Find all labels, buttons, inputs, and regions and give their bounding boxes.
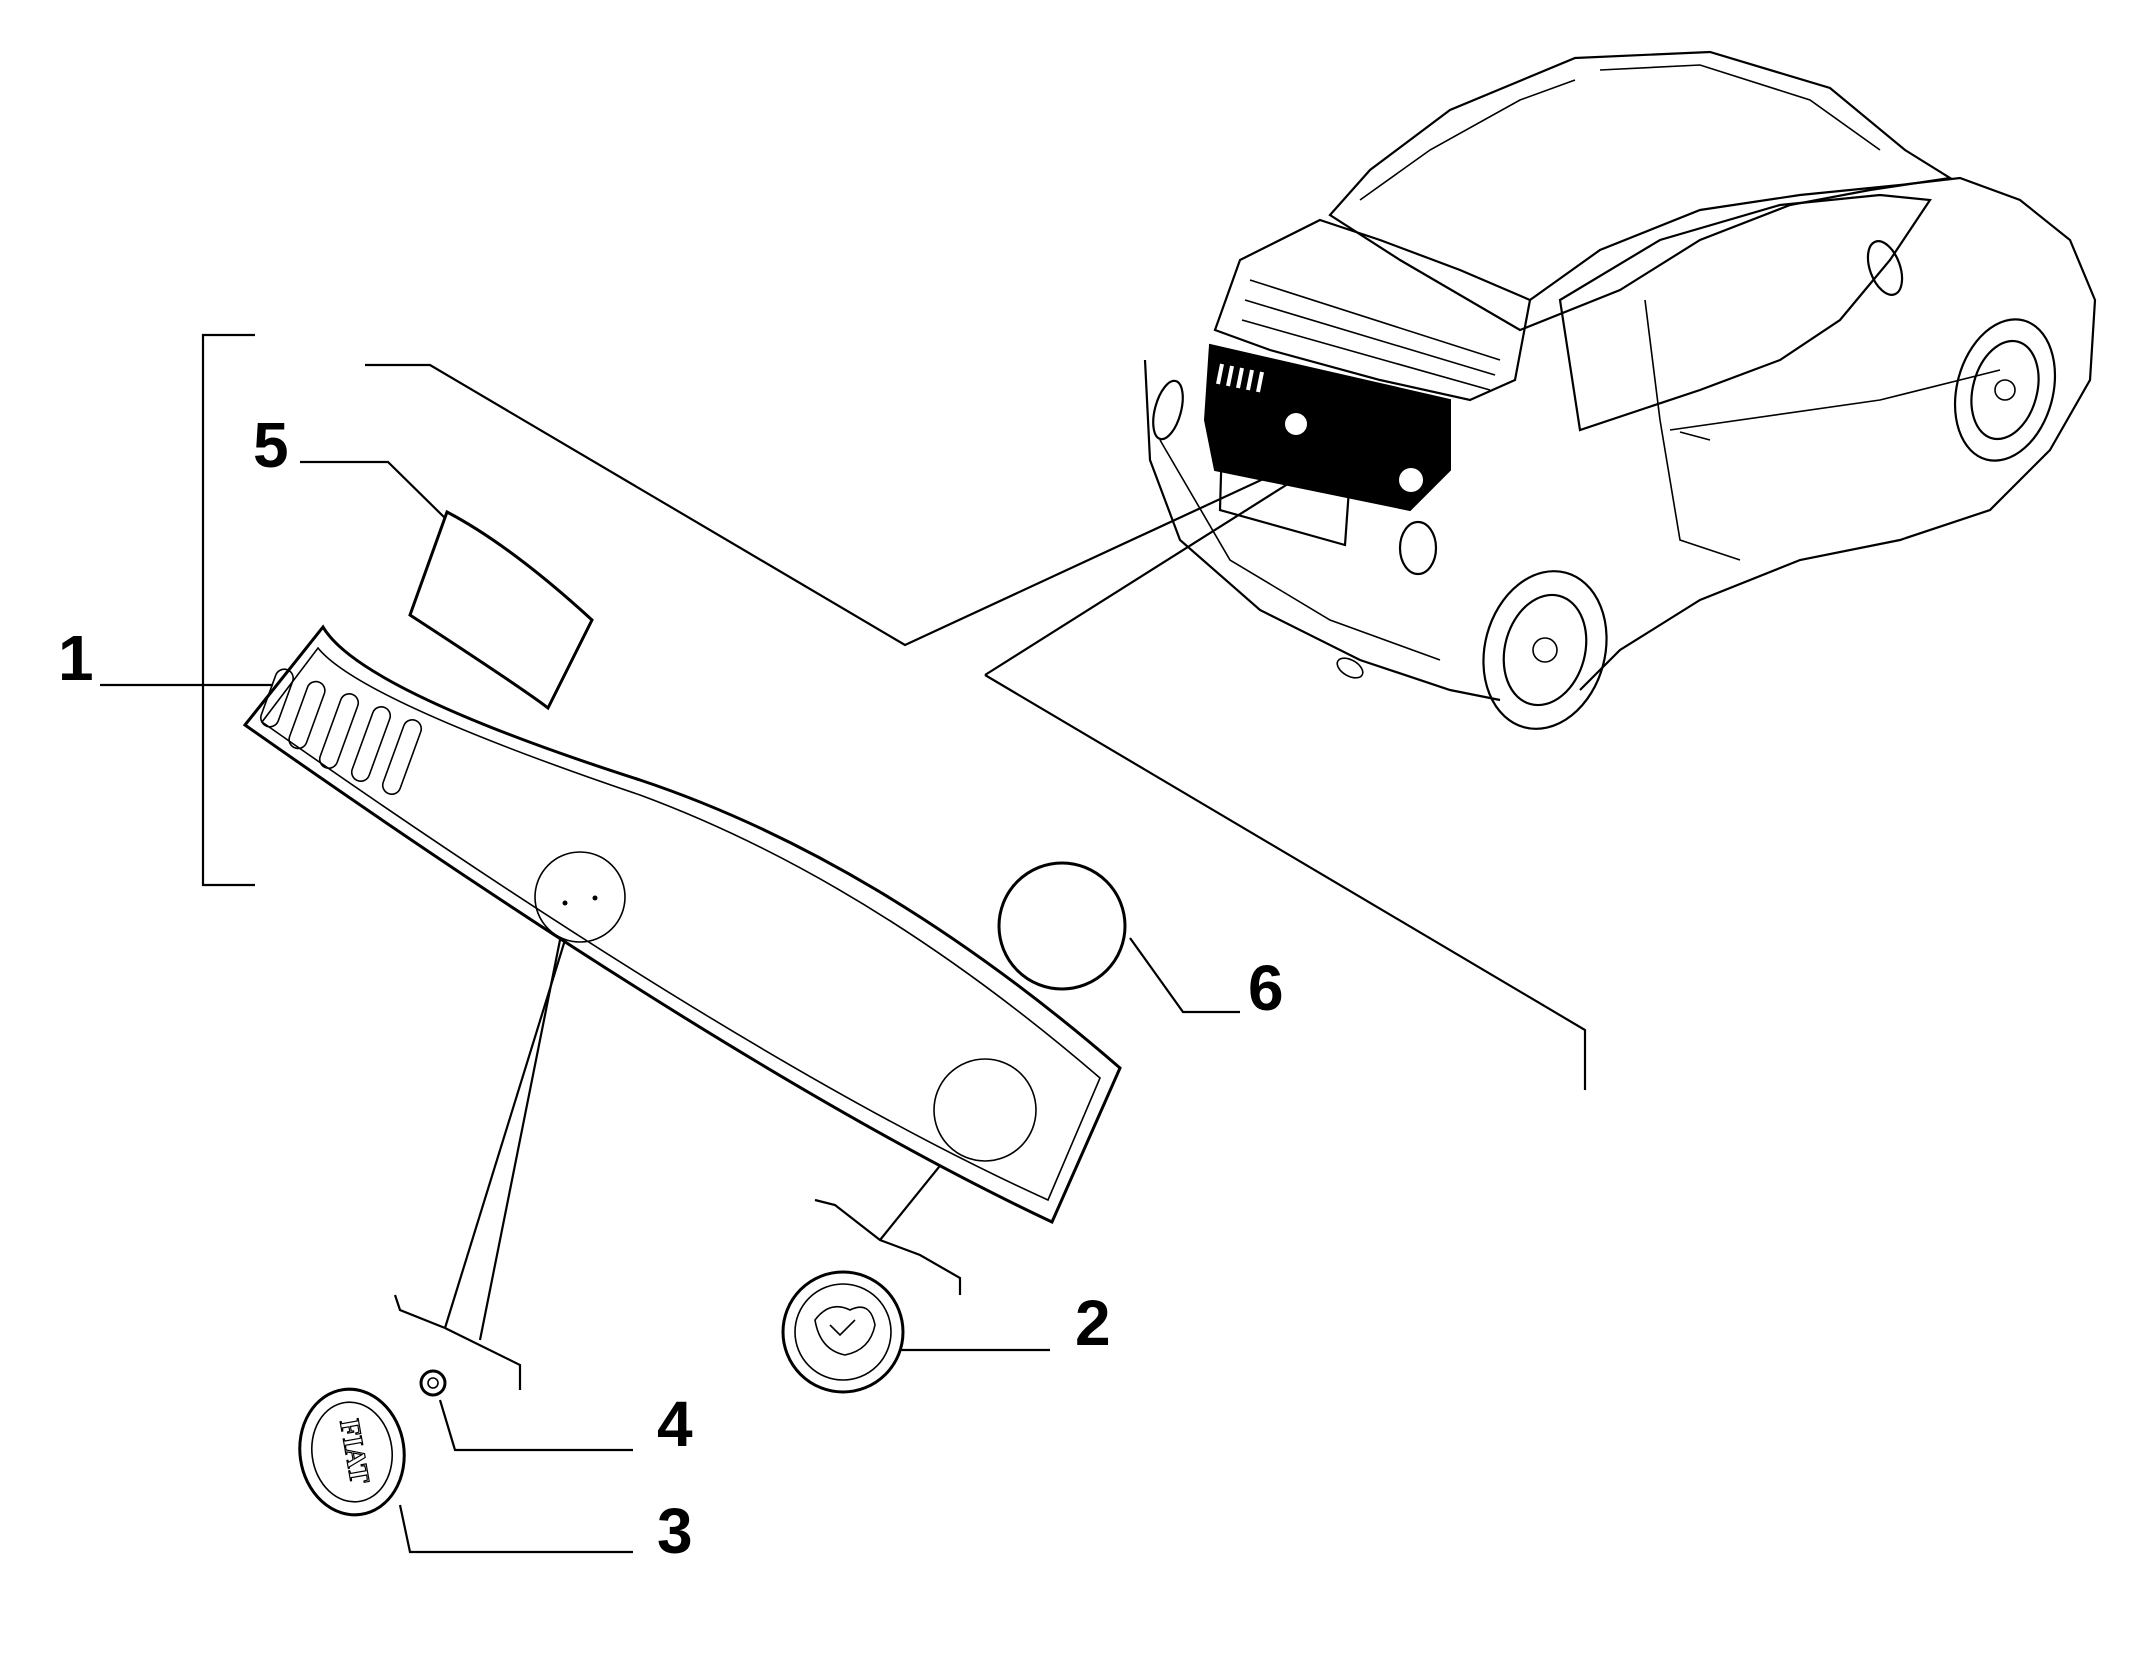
car-illustration [1143,50,2097,730]
part-1-trim-panel [242,624,1122,1225]
callout-6: 6 [1248,952,1284,1024]
part-4-clip [419,1369,447,1397]
callout-2: 2 [1075,1287,1111,1359]
callout-3: 3 [657,1495,693,1567]
part-2-emblem [781,1270,905,1394]
callout-1: 1 [58,622,94,694]
callout-4: 4 [657,1388,693,1460]
part-5-sticker [408,509,594,711]
leader-lines [100,363,1587,1554]
part-6-disc [997,861,1127,991]
vent-slots [260,668,423,795]
callout-5: 5 [253,409,289,481]
group-bracket [201,333,255,887]
part-3-fiat-badge: FIAT [298,1387,406,1517]
